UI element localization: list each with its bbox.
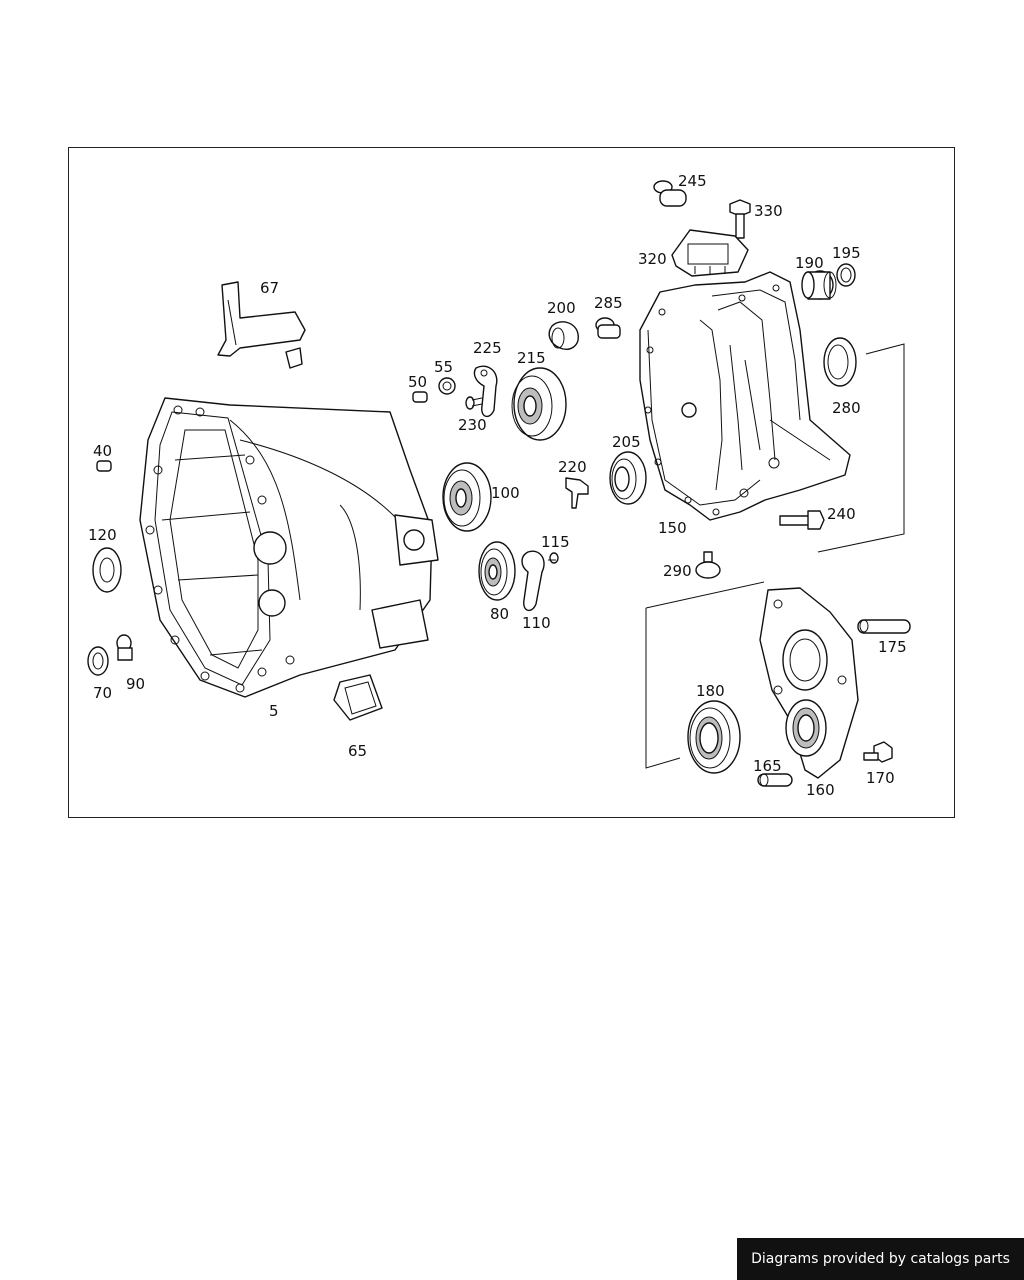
dowel-pin-part	[96, 460, 112, 472]
label-110: 110	[522, 614, 551, 632]
label-80: 80	[490, 605, 509, 623]
screw-part	[465, 396, 483, 410]
cover-part	[671, 229, 749, 277]
fork-part	[565, 477, 589, 509]
label-55: 55	[434, 358, 453, 376]
bearing-part	[478, 541, 516, 601]
bearing-part	[511, 367, 567, 441]
shaft-seal-part	[92, 547, 122, 593]
vent-plug-part	[653, 180, 687, 207]
label-165: 165	[753, 757, 782, 775]
shaft-seal-part	[836, 263, 856, 287]
label-40: 40	[93, 442, 112, 460]
lock-plate-part	[473, 365, 498, 417]
sleeve-part	[438, 377, 456, 395]
label-230: 230	[458, 416, 487, 434]
bolt-part	[729, 199, 751, 239]
label-225: 225	[473, 339, 502, 357]
label-330: 330	[754, 202, 783, 220]
label-70: 70	[93, 684, 112, 702]
label-320: 320	[638, 250, 667, 268]
leader-line	[645, 581, 765, 609]
bracket-part	[217, 281, 306, 369]
needle-bearing-part	[609, 451, 647, 505]
mount-part	[333, 674, 383, 721]
leader-line	[817, 343, 905, 553]
plug-part	[87, 646, 109, 676]
dowel-sleeve-part	[757, 773, 793, 787]
dowel-sleeve-part	[857, 619, 911, 634]
screw-plug-part	[116, 634, 133, 661]
sleeve-part	[548, 321, 579, 350]
label-285: 285	[594, 294, 623, 312]
bolt-part	[779, 510, 825, 530]
bolt-part	[863, 741, 893, 763]
label-180: 180	[696, 682, 725, 700]
label-200: 200	[547, 299, 576, 317]
label-115: 115	[541, 533, 570, 551]
label-50: 50	[408, 373, 427, 391]
diagram-frame	[68, 147, 955, 818]
credit-badge: Diagrams provided by catalogs parts	[737, 1238, 1024, 1280]
label-220: 220	[558, 458, 587, 476]
pin-part	[412, 391, 428, 403]
label-67: 67	[260, 279, 279, 297]
label-290: 290	[663, 562, 692, 580]
label-215: 215	[517, 349, 546, 367]
radial-seal-part	[687, 700, 741, 774]
label-120: 120	[88, 526, 117, 544]
label-245: 245	[678, 172, 707, 190]
clamp-plate-part	[521, 550, 545, 611]
bell-housing-part	[139, 397, 439, 698]
label-150: 150	[658, 519, 687, 537]
label-90: 90	[126, 675, 145, 693]
label-240: 240	[827, 505, 856, 523]
label-160: 160	[806, 781, 835, 799]
label-190: 190	[795, 254, 824, 272]
label-170: 170	[866, 769, 895, 787]
label-175: 175	[878, 638, 907, 656]
label-205: 205	[612, 433, 641, 451]
screw-part	[548, 552, 559, 564]
rear-cover-part	[759, 587, 859, 779]
label-5: 5	[269, 702, 279, 720]
leader-line	[645, 608, 681, 769]
gearbox-housing-part	[639, 271, 851, 521]
drain-plug-part	[695, 551, 721, 579]
label-280: 280	[832, 399, 861, 417]
label-195: 195	[832, 244, 861, 262]
label-65: 65	[348, 742, 367, 760]
shaft-seal-part	[823, 337, 857, 387]
bearing-part	[442, 462, 492, 532]
plug-part	[595, 317, 621, 339]
label-100: 100	[491, 484, 520, 502]
roller-bearing-part	[801, 270, 837, 300]
